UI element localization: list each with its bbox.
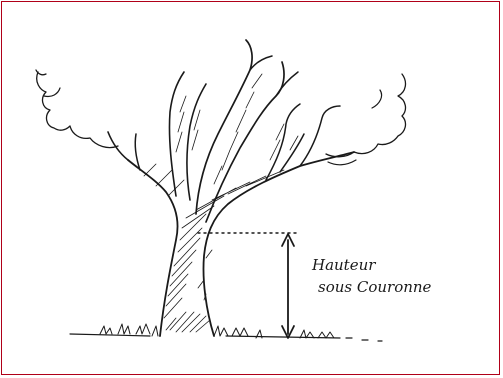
crown-outline [36, 70, 405, 165]
annotation-line-2: sous Couronne [318, 278, 432, 296]
ground [70, 324, 382, 341]
annotation-line-1: Hauteur [311, 256, 376, 274]
trunk-hatching [144, 74, 298, 332]
double-headed-arrow-icon [282, 234, 294, 338]
